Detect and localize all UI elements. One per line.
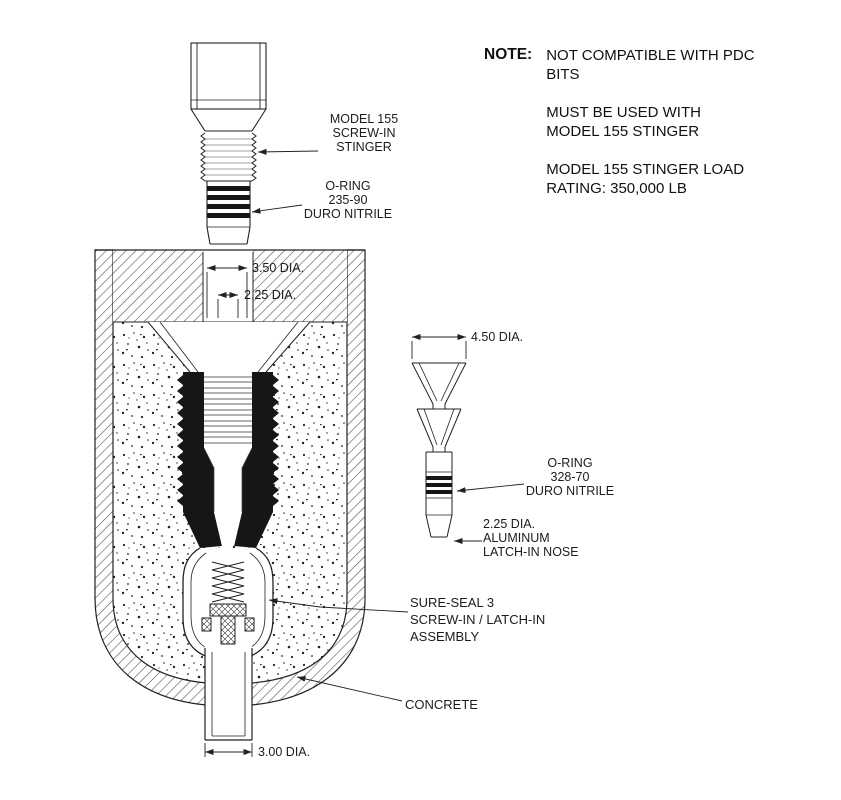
dimension-lines xyxy=(204,265,467,757)
stinger-threads xyxy=(200,132,206,182)
nose-oring-band xyxy=(426,476,452,480)
latch-in-nose-part xyxy=(411,362,467,538)
note-items: NOT COMPATIBLE WITH PDC BITS MUST BE USE… xyxy=(546,46,754,217)
label-sure-seal: SURE-SEAL 3 SCREW-IN / LATCH-IN ASSEMBLY xyxy=(410,595,546,644)
label-oring-top: O-RING 235-90 DURO NITRILE xyxy=(303,179,393,221)
leader-concrete xyxy=(296,675,403,702)
note-title: NOTE: xyxy=(484,46,533,63)
label-concrete: CONCRETE xyxy=(405,697,478,712)
guide-tube xyxy=(205,646,252,740)
label-dim-225-top: 2.25 DIA. xyxy=(244,288,297,302)
stinger-oring-band xyxy=(207,186,250,191)
stinger-body xyxy=(190,42,267,110)
leader-lines xyxy=(251,148,525,702)
neck-wall-right xyxy=(234,512,273,548)
neck-wall-left xyxy=(183,512,222,548)
label-dim-300: 3.00 DIA. xyxy=(258,745,311,759)
poppet-disc xyxy=(209,603,247,617)
receptacle-teeth-right xyxy=(273,375,279,506)
float-shoe-body xyxy=(94,249,366,741)
note-item-pdc: NOT COMPATIBLE WITH PDC BITS xyxy=(546,47,755,83)
stinger-assembly xyxy=(190,42,267,245)
label-dim-350: 3.50 DIA. xyxy=(252,261,305,275)
top-collar-bore-gap xyxy=(203,250,253,322)
label-nose: 2.25 DIA. ALUMINUM LATCH-IN NOSE xyxy=(483,517,579,559)
label-stinger: MODEL 155 SCREW-IN STINGER xyxy=(329,112,399,154)
label-dim-450: 4.50 DIA. xyxy=(471,330,524,344)
note-block: NOTE: NOT COMPATIBLE WITH PDC BITS MUST … xyxy=(484,46,814,217)
poppet-stem xyxy=(220,615,236,645)
latch-dog-left xyxy=(201,617,212,632)
latch-dog-right xyxy=(244,617,255,632)
receptacle-teeth-left xyxy=(177,375,183,506)
note-item-load-rating: MODEL 155 STINGER LOAD RATING: 350,000 L… xyxy=(546,161,745,197)
label-oring-nose: O-RING 328-70 DURO NITRILE xyxy=(525,456,615,498)
note-item-stinger: MUST BE USED WITH MODEL 155 STINGER xyxy=(546,104,701,140)
leader-stinger xyxy=(257,148,319,155)
leader-oring-nose xyxy=(456,483,525,494)
leader-sure-seal xyxy=(268,598,409,613)
leader-oring-top xyxy=(251,204,303,214)
